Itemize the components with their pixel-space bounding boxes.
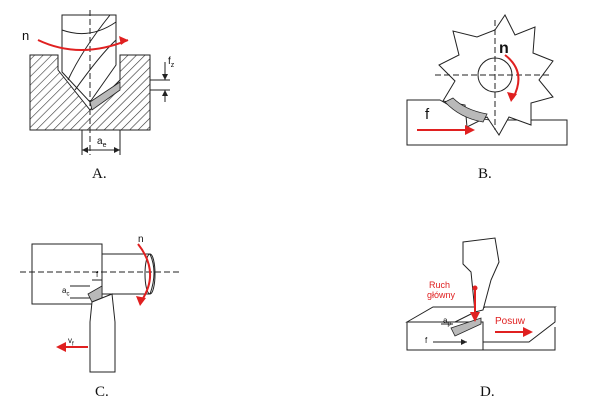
drilling-diagram	[29, 10, 170, 155]
chip	[444, 97, 488, 123]
f-label-main: f	[168, 56, 171, 67]
chip	[450, 317, 482, 337]
a-label-sub: c	[66, 291, 70, 298]
panel-c-turning: n f ac vf	[20, 232, 185, 377]
f-label-sub: z	[170, 62, 175, 69]
a-label-main: a	[443, 316, 448, 325]
a-label-sub: p	[447, 321, 451, 328]
f-label: f	[96, 270, 99, 279]
f-label: f	[425, 106, 430, 123]
milling-cutter	[438, 14, 554, 136]
v-label-sub: f	[72, 341, 74, 348]
panel-a-drilling: n fz ae	[20, 10, 190, 160]
n-label: n	[499, 40, 509, 57]
caption-d: D.	[480, 384, 495, 400]
n-label: n	[22, 28, 30, 43]
planing-diagram	[405, 237, 557, 351]
a-label: ac	[62, 286, 69, 298]
f-label: fz	[168, 56, 174, 69]
cutting-tool	[89, 293, 116, 373]
a-label: ae	[97, 136, 106, 149]
f-label: f	[425, 336, 428, 345]
a-label-sub: e	[102, 142, 107, 149]
turning-diagram	[20, 243, 180, 373]
a-label-main: a	[97, 136, 103, 147]
chip	[89, 81, 121, 111]
v-label-main: v	[68, 336, 72, 345]
a-label-main: a	[62, 286, 67, 295]
drill-body	[61, 14, 117, 103]
n-label: n	[138, 234, 144, 245]
caption-b: B.	[478, 166, 492, 182]
ruch-label-2: główny	[427, 290, 456, 300]
caption-a: A.	[92, 166, 107, 182]
cutting-tool	[462, 237, 500, 313]
caption-c: C.	[95, 384, 109, 400]
a-label: ap	[443, 316, 451, 328]
ruch-label-1: Ruch	[429, 280, 451, 290]
posuw-label: Posuw	[495, 316, 526, 327]
v-label: vf	[68, 336, 74, 348]
panel-b-milling: n f	[395, 10, 585, 155]
panel-d-planing: Ruch główny Posuw f ap	[395, 232, 585, 377]
milling-diagram	[406, 14, 568, 146]
